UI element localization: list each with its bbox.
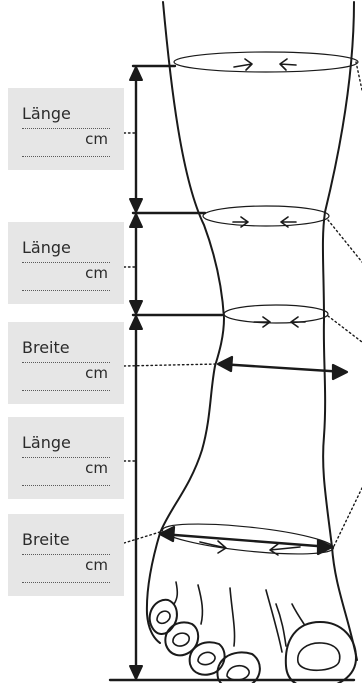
width-box-1-underline bbox=[22, 390, 110, 391]
width-box-1-label: Breite bbox=[22, 340, 70, 356]
toe-5-outline bbox=[150, 600, 177, 634]
width-box-1-input-line[interactable] bbox=[22, 362, 110, 363]
length-box-2-unit: cm bbox=[85, 266, 108, 281]
toe-4-nail bbox=[173, 633, 189, 646]
width-box-2-unit: cm bbox=[85, 558, 108, 573]
width-box-2: Breite cm bbox=[8, 514, 124, 596]
ball-girth-ellipse bbox=[161, 518, 335, 560]
calf-girth-ellipse bbox=[203, 206, 329, 226]
length-box-1-input-line[interactable] bbox=[22, 128, 110, 129]
length-box-3-underline bbox=[22, 485, 110, 486]
leg-outline-left bbox=[160, 2, 224, 533]
length-box-3-input-line[interactable] bbox=[22, 457, 110, 458]
leg-outline-right bbox=[323, 2, 357, 660]
width-box-1-unit: cm bbox=[85, 366, 108, 381]
big-toe-outline bbox=[286, 622, 356, 683]
ankle-width-arrow bbox=[220, 364, 345, 372]
toe-3-outline bbox=[190, 642, 225, 674]
width-box-1: Breite cm bbox=[8, 322, 124, 404]
ankle-girth-ellipse bbox=[224, 305, 328, 323]
width-box-2-underline bbox=[22, 582, 110, 583]
length-box-1: Länge cm bbox=[8, 88, 124, 170]
thigh-girth-ellipse bbox=[174, 52, 358, 72]
length-box-1-underline bbox=[22, 156, 110, 157]
length-box-2-label: Länge bbox=[22, 240, 71, 256]
toe-5-nail bbox=[157, 611, 170, 623]
length-box-3-unit: cm bbox=[85, 461, 108, 476]
length-box-3-label: Länge bbox=[22, 435, 71, 451]
width-box-2-label: Breite bbox=[22, 532, 70, 548]
foot-outline bbox=[147, 533, 160, 643]
length-box-2: Länge cm bbox=[8, 222, 124, 304]
length-box-1-unit: cm bbox=[85, 132, 108, 147]
length-box-2-input-line[interactable] bbox=[22, 262, 110, 263]
toe-3-nail bbox=[198, 652, 215, 664]
width-box-2-input-line[interactable] bbox=[22, 554, 110, 555]
length-box-3: Länge cm bbox=[8, 417, 124, 499]
toe-2-nail bbox=[227, 666, 249, 680]
length-box-2-underline bbox=[22, 290, 110, 291]
big-toe-nail bbox=[298, 643, 340, 670]
length-box-1-label: Länge bbox=[22, 106, 71, 122]
